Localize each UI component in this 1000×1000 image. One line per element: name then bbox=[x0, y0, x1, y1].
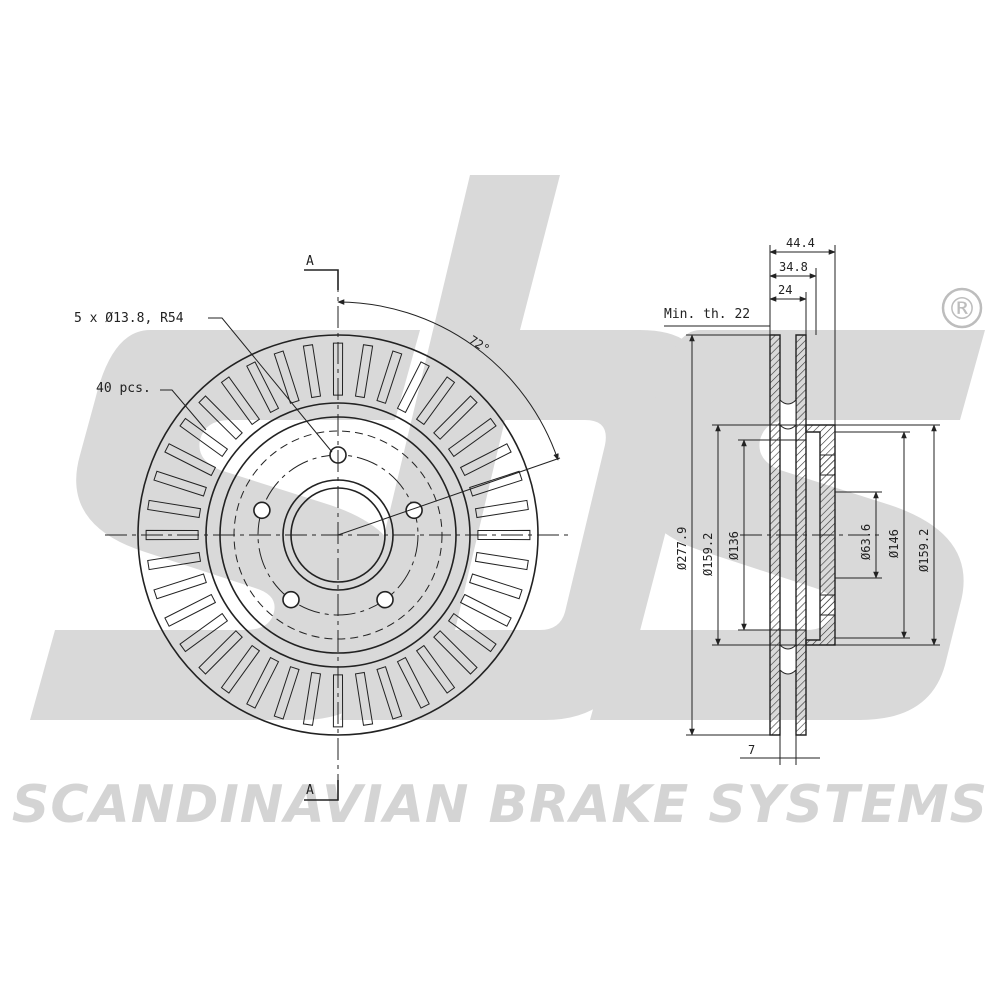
vane-slot bbox=[415, 644, 456, 694]
dia-outer: Ø277.9 bbox=[675, 527, 689, 570]
dia-hat-right: Ø159.2 bbox=[917, 529, 931, 572]
vane-slot bbox=[433, 630, 478, 675]
dia-bore: Ø63.6 bbox=[859, 524, 873, 560]
vane-count-leader bbox=[160, 389, 207, 431]
vane-slot bbox=[147, 551, 202, 571]
dim-overall-width: 44.4 bbox=[786, 236, 815, 250]
bolt-hole bbox=[282, 590, 300, 609]
vane-slot bbox=[273, 350, 300, 404]
registered-mark: ® bbox=[941, 287, 983, 329]
vane-slot bbox=[179, 612, 229, 653]
vane-slot bbox=[469, 573, 523, 600]
section-label-top: A bbox=[306, 254, 314, 269]
bolt-hole bbox=[253, 501, 271, 520]
vane-slot bbox=[153, 573, 207, 600]
logo-letter-s-left bbox=[30, 330, 420, 720]
vane-slot bbox=[474, 551, 529, 571]
vane-slot bbox=[145, 529, 199, 541]
vane-slot bbox=[164, 443, 217, 477]
min-thickness-label: Min. th. 22 bbox=[664, 307, 750, 322]
vane-slot bbox=[474, 499, 529, 519]
hat-face-step-lower bbox=[819, 594, 836, 616]
vane-slot bbox=[447, 612, 497, 653]
vane-slot bbox=[246, 361, 280, 414]
dia-hat-left: Ø159.2 bbox=[701, 533, 715, 576]
sbs-logo-watermark bbox=[30, 175, 985, 720]
vane-slot bbox=[198, 630, 243, 675]
logo-letter-s-right bbox=[590, 330, 985, 720]
vane-slot bbox=[153, 470, 207, 497]
section-marker-top bbox=[304, 269, 339, 290]
side-section-view: 44.4 34.8 24 Min. th. 22 7 Ø277.9 Ø159.2… bbox=[664, 236, 940, 765]
registered-mark-text: ® bbox=[947, 292, 977, 327]
vane-slot bbox=[332, 674, 344, 728]
logo-letter-b bbox=[340, 175, 703, 720]
angle-ref-line bbox=[337, 457, 561, 536]
dia-hat-inner: Ø136 bbox=[727, 531, 741, 560]
bolt-hole bbox=[405, 501, 423, 520]
bolt-pattern-label: 5 x Ø13.8, R54 bbox=[74, 311, 184, 326]
vent-bump-lower bbox=[779, 643, 797, 675]
vane-slot bbox=[198, 395, 243, 440]
bolt-hole bbox=[376, 590, 394, 609]
section-marker-bottom bbox=[304, 780, 339, 801]
dia-bolt-circle: Ø146 bbox=[887, 529, 901, 558]
vane-slot bbox=[469, 470, 523, 497]
vane-slot bbox=[164, 593, 217, 627]
bolt-pattern-leader bbox=[208, 317, 333, 453]
vane-slot bbox=[477, 529, 531, 541]
dim-disc-thickness: 24 bbox=[778, 283, 792, 297]
vane-slot bbox=[396, 656, 430, 709]
section-label-bottom: A bbox=[306, 783, 314, 798]
vane-slot bbox=[220, 644, 261, 694]
front-view: A A 72° 5 x Ø13.8, R54 40 pcs. bbox=[74, 254, 570, 801]
vane-slot bbox=[147, 499, 202, 519]
vane-slot bbox=[459, 593, 512, 627]
vane-count-label: 40 pcs. bbox=[96, 381, 151, 396]
vane-slot bbox=[179, 417, 229, 458]
angle-dimension-arc bbox=[337, 299, 559, 461]
vane-slot bbox=[220, 376, 261, 426]
dim-hat-width: 34.8 bbox=[779, 260, 808, 274]
vane-slot bbox=[273, 666, 300, 720]
brand-tagline: SCANDINAVIAN BRAKE SYSTEMS bbox=[12, 775, 988, 835]
vane-slot bbox=[376, 666, 403, 720]
vane-slot bbox=[354, 671, 374, 726]
dim-bottom: 7 bbox=[748, 743, 755, 757]
vane-slot bbox=[302, 344, 322, 399]
vane-slot bbox=[246, 656, 280, 709]
hat-face-step bbox=[819, 454, 836, 476]
vane-slot bbox=[302, 671, 322, 726]
